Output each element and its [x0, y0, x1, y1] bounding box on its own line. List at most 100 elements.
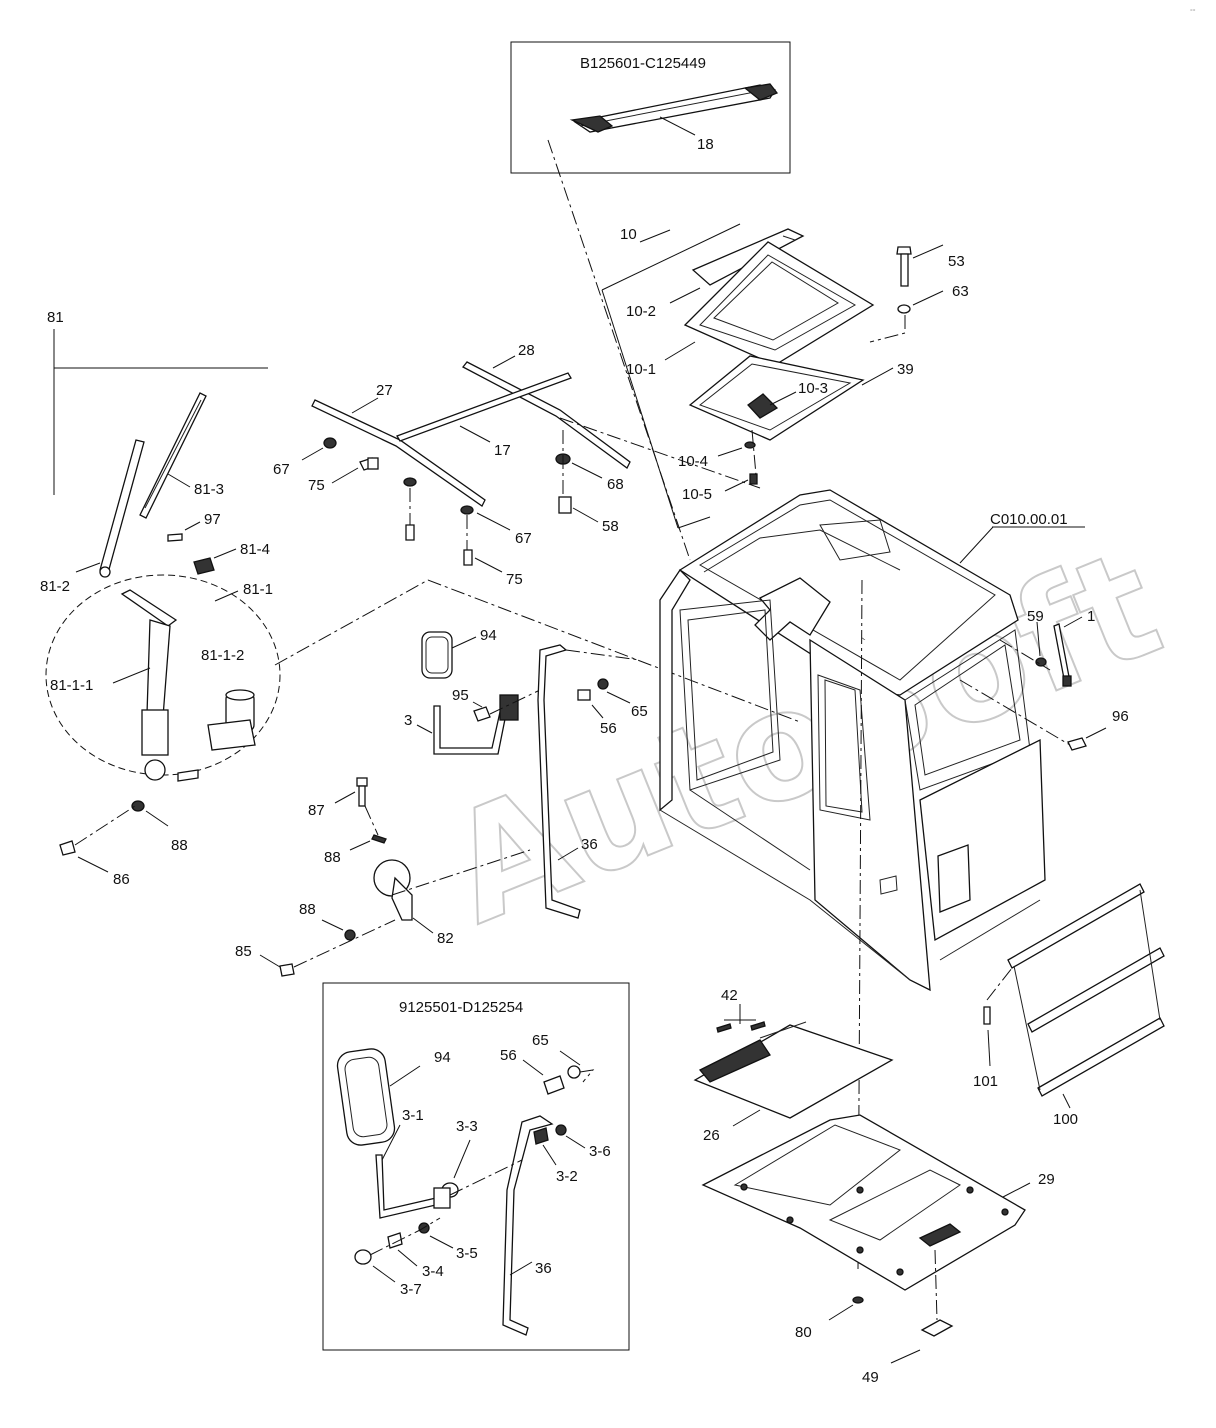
label-81-3: 81-3 [194, 481, 224, 498]
label-3: 3 [404, 712, 412, 729]
skylight-frame-10-1 [683, 241, 875, 366]
label-63: 63 [952, 283, 969, 300]
washer-80 [852, 1296, 864, 1304]
wiper-motor-81-1-2 [207, 689, 256, 751]
bolt-87 [356, 777, 368, 807]
cab-brand-decal: ~ [859, 634, 868, 644]
bolt-95 [473, 706, 491, 722]
sunshade-100 [1007, 883, 1165, 1097]
label-87: 87 [308, 802, 325, 819]
bolt-3-4 [387, 1232, 403, 1249]
mirror-group: 94 3 95 36 56 65 [404, 627, 648, 919]
label-10-3: 10-3 [798, 380, 828, 397]
label-65: 65 [631, 703, 648, 720]
label-96: 96 [1112, 708, 1129, 725]
label-b3-1: 3-1 [402, 1107, 424, 1124]
label-67b: 67 [515, 530, 532, 547]
clips-42 [716, 1021, 766, 1033]
roof-liner-29 [701, 1114, 1026, 1291]
nut-3-6 [555, 1124, 567, 1136]
roof-rail-27 [311, 399, 486, 507]
label-100: 100 [1053, 1111, 1078, 1128]
skylight-seal-39 [688, 355, 865, 441]
bracket-82 [373, 859, 413, 921]
mirror-mount [499, 694, 519, 721]
roof-rail-17 [396, 372, 572, 442]
mirror-mount-3-3 [433, 1182, 459, 1209]
label-b3-2: 3-2 [556, 1168, 578, 1185]
bolt-86 [59, 840, 76, 856]
label-b3-7: 3-7 [400, 1281, 422, 1298]
label-b65: 65 [532, 1032, 549, 1049]
bolt-75b [463, 549, 473, 566]
label-b3-5: 3-5 [456, 1245, 478, 1262]
bolt-10-5 [749, 473, 758, 485]
serial-box-bottom: 9125501-D125254 94 56 65 3-1 3-3 3-5 [322, 982, 630, 1351]
label-81-2: 81-2 [40, 578, 70, 595]
label-81-4: 81-4 [240, 541, 270, 558]
washer-65-alt [567, 1065, 581, 1079]
screw-101 [983, 1006, 991, 1025]
label-86: 86 [113, 871, 130, 888]
label-95: 95 [452, 687, 469, 704]
label-68: 68 [607, 476, 624, 493]
serial-box-top: B125601-C125449 18 [510, 41, 791, 174]
label-39: 39 [897, 361, 914, 378]
label-27: 27 [376, 382, 393, 399]
label-75b: 75 [506, 571, 523, 588]
washer-65 [597, 678, 609, 690]
label-53: 53 [948, 253, 965, 270]
ceiling-panel-26 [693, 1021, 894, 1119]
label-17: 17 [494, 442, 511, 459]
handrail-36 [537, 644, 581, 919]
cab-reference-code: C010.00.01 [990, 511, 1068, 528]
label-80: 80 [795, 1324, 812, 1341]
bolt-85 [279, 963, 295, 977]
washer-rail [403, 477, 417, 487]
bolt-56-alt [543, 1075, 565, 1095]
label-b3-4: 3-4 [422, 1263, 444, 1280]
bolt-75 [359, 457, 379, 471]
skylight-assembly: 10 10-2 10-1 39 10-3 10-4 10-5 [601, 223, 914, 529]
wiper-group-81: 81 81-3 81-2 97 81-4 81-1 81-1-1 [40, 309, 281, 888]
clamp-3-2 [533, 1127, 549, 1145]
wiper-linkage-81-1-1 [120, 589, 178, 781]
label-49: 49 [862, 1369, 879, 1386]
label-b3-6: 3-6 [589, 1143, 611, 1160]
handle-49 [920, 1319, 954, 1337]
roof-rail-28 [462, 361, 631, 469]
pin-linkage [177, 769, 199, 782]
label-10: 10 [620, 226, 637, 243]
label-28: 28 [518, 342, 535, 359]
washer-59 [1035, 657, 1047, 667]
label-42: 42 [721, 987, 738, 1004]
label-10-4: 10-4 [678, 453, 708, 470]
label-85: 85 [235, 943, 252, 960]
label-29: 29 [1038, 1171, 1055, 1188]
bolt-58 [558, 496, 572, 514]
label-88b: 88 [324, 849, 341, 866]
label-88: 88 [171, 837, 188, 854]
bolt-53 [896, 246, 912, 287]
cover-81-4 [193, 557, 215, 575]
bolt-56 [577, 689, 591, 701]
roof-rail-18 [569, 83, 779, 133]
label-10-5: 10-5 [682, 486, 712, 503]
wiper-arm-81-2 [99, 439, 145, 578]
label-67: 67 [273, 461, 290, 478]
washer-67 [323, 437, 337, 449]
washer-63 [897, 304, 911, 314]
label-59: 59 [1027, 608, 1044, 625]
washer-67b [460, 505, 474, 515]
mirror-arm-3-1 [375, 1154, 442, 1219]
corner-mark: °° [1190, 8, 1196, 16]
label-94: 94 [480, 627, 497, 644]
label-26: 26 [703, 1127, 720, 1144]
washer-88 [131, 800, 145, 812]
serial-box-top-title: B125601-C125449 [580, 55, 706, 72]
washer-10-4 [744, 441, 756, 449]
bolt-rail [405, 524, 415, 541]
label-101: 101 [973, 1073, 998, 1090]
label-10-2: 10-2 [626, 303, 656, 320]
